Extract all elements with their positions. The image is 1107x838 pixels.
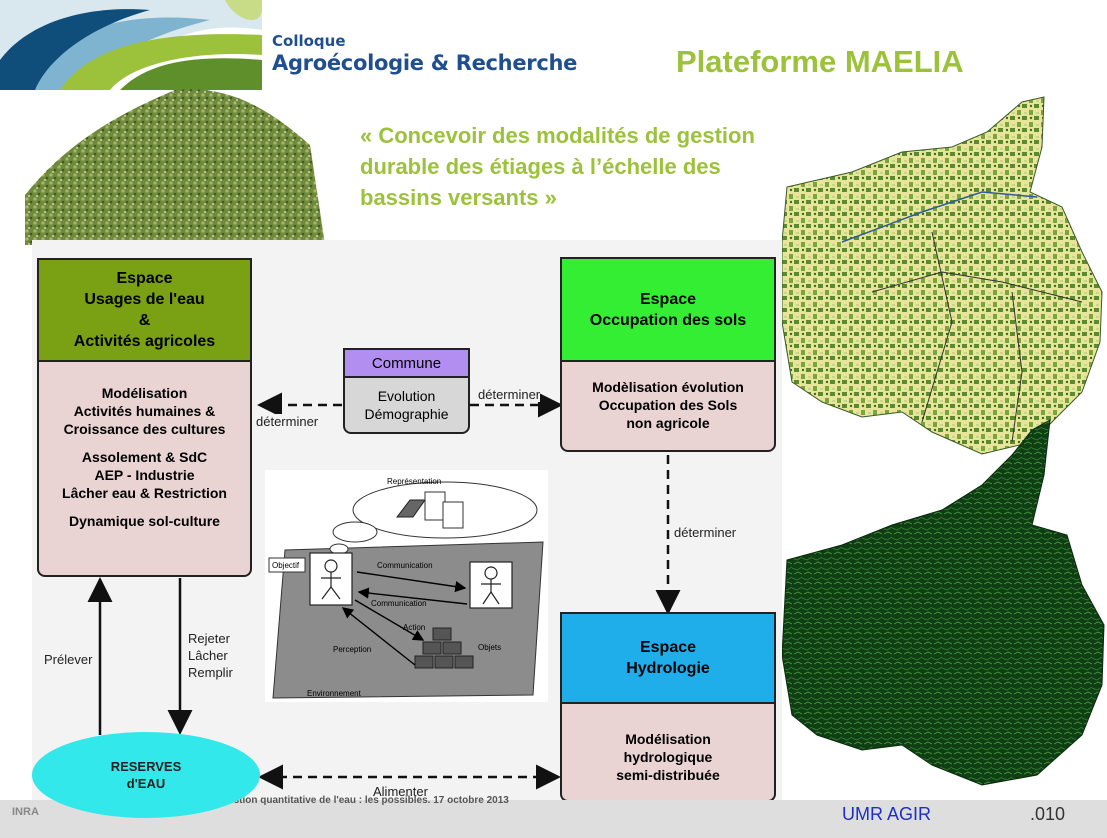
usages-head-line-3: & bbox=[138, 312, 151, 329]
box-usages-body: Modélisation Activités humaines & Croiss… bbox=[37, 362, 252, 577]
hydrologie-body-line-2: hydrologique bbox=[623, 749, 713, 765]
usages-head-line-1: Espace bbox=[116, 270, 173, 287]
agent-1-figure bbox=[309, 552, 353, 606]
occupation-head-line-1: Espace bbox=[639, 290, 697, 308]
objectif-tag bbox=[268, 557, 306, 573]
representation-agent-1 bbox=[424, 491, 446, 521]
inset-label-representation: Représentation bbox=[387, 477, 441, 486]
rejeter-line-3: Remplir bbox=[188, 665, 233, 680]
usages-head-line-4: Activités agricoles bbox=[73, 333, 216, 350]
inset-label-action: Action bbox=[403, 623, 425, 632]
commune-body-line-2: Démographie bbox=[364, 406, 449, 422]
reserves-line-2: d'EAU bbox=[126, 776, 166, 791]
reserves-eau-ellipse: RESERVES d'EAU bbox=[32, 732, 260, 818]
usages-head-line-2: Usages de l'eau bbox=[84, 291, 205, 308]
usages-body-line-9: Dynamique sol-culture bbox=[69, 513, 220, 529]
inset-label-objets: Objets bbox=[478, 643, 501, 652]
usages-body-line-2: Activités humaines & bbox=[73, 403, 216, 419]
hydrologie-head-line-2: Hydrologie bbox=[626, 660, 710, 677]
subtitle-line-1: « Concevoir des modalités de gestion bbox=[360, 123, 755, 148]
inset-label-environnement: Environnement bbox=[307, 689, 362, 698]
terrain-map bbox=[782, 419, 1105, 786]
page-title: Plateforme MAELIA bbox=[676, 44, 964, 79]
commune-body-line-1: Evolution bbox=[377, 388, 436, 404]
usages-body-line-3: Croissance des cultures bbox=[63, 421, 226, 437]
occupation-head-line-2: Occupation des sols bbox=[589, 311, 747, 329]
usages-body-line-1: Modélisation bbox=[101, 385, 188, 401]
box-commune-head: Commune bbox=[343, 348, 470, 378]
action-arrow bbox=[354, 599, 425, 641]
perception-arrow bbox=[341, 607, 416, 666]
reserves-line-1: RESERVES bbox=[110, 759, 182, 774]
inset-label-communication-1: Communication bbox=[377, 561, 433, 570]
inset-label-perception: Perception bbox=[333, 645, 371, 654]
footer-source-text: Ateliers. Gestion quantitative de l'eau … bbox=[178, 795, 509, 806]
usages-body-line-7: Lâcher eau & Restriction bbox=[62, 485, 227, 501]
agent-2-figure bbox=[469, 561, 513, 609]
rejeter-line-1: Rejeter bbox=[188, 631, 230, 646]
box-hydrologie-head: Espace Hydrologie bbox=[560, 612, 776, 704]
footer-umr: UMR AGIR bbox=[842, 804, 932, 824]
box-usages-head: Espace Usages de l'eau & Activités agric… bbox=[37, 258, 252, 362]
hydrologie-head-line-1: Espace bbox=[639, 639, 697, 656]
box-occupation-body: Modèlisation évolution Occupation des So… bbox=[560, 362, 776, 452]
logo-line-1: Colloque bbox=[272, 32, 346, 50]
box-occupation-head: Espace Occupation des sols bbox=[560, 257, 776, 362]
edge-label-determiner-down: déterminer bbox=[674, 525, 737, 540]
communication-arrow-1 bbox=[356, 571, 467, 593]
inra-logo: INRA bbox=[12, 806, 39, 818]
agent-model-drawing: Représentation Objectif Communication Co… bbox=[268, 477, 544, 699]
occupation-body-line-1: Modèlisation évolution bbox=[592, 379, 744, 395]
subtitle-line-3: bassins versants » bbox=[360, 185, 557, 210]
colloque-logo-text: Colloque Agroécologie & Recherche bbox=[272, 30, 577, 74]
hydrologie-body-line-1: Modélisation bbox=[625, 731, 711, 747]
box-commune-body: Evolution Démographie bbox=[343, 378, 470, 434]
usages-body-line-5: Assolement & SdC bbox=[81, 449, 208, 465]
edge-label-prelever: Prélever bbox=[44, 652, 93, 667]
hydrologie-body-line-3: semi-distribuée bbox=[616, 767, 720, 783]
box-hydrologie-body: Modélisation hydrologique semi-distribué… bbox=[560, 704, 776, 802]
thought-bubble-mid bbox=[332, 521, 378, 543]
edge-label-alimenter: Alimenter bbox=[373, 784, 428, 799]
usages-body-line-6: AEP - Industrie bbox=[94, 467, 195, 483]
edge-label-determiner-left: déterminer bbox=[256, 414, 319, 429]
subtitle: « Concevoir des modalités de gestion dur… bbox=[360, 120, 880, 213]
occupation-body-line-3: non agricole bbox=[626, 415, 710, 431]
communication-arrow-2 bbox=[357, 587, 468, 605]
page-number: .010 bbox=[1030, 804, 1066, 824]
rejeter-line-2: Lâcher bbox=[188, 648, 228, 663]
logo-line-2: Agroécologie & Recherche bbox=[272, 51, 578, 75]
representation-agent-2 bbox=[442, 501, 464, 529]
edge-label-rejeter: Rejeter Lâcher Remplir bbox=[188, 630, 233, 681]
agent-model-inset: Représentation Objectif Communication Co… bbox=[265, 470, 548, 702]
inset-label-objectif: Objectif bbox=[272, 561, 300, 570]
objets-blocks bbox=[414, 627, 474, 669]
landscape-photo bbox=[25, 89, 325, 245]
edge-label-determiner-right: déterminer bbox=[478, 387, 541, 402]
land-use-map bbox=[782, 96, 1103, 455]
inset-label-communication-2: Communication bbox=[371, 599, 427, 608]
subtitle-line-2: durable des étiages à l’échelle des bbox=[360, 154, 721, 179]
occupation-body-line-2: Occupation des Sols bbox=[598, 397, 738, 413]
colloque-logo-swoosh bbox=[0, 0, 262, 90]
